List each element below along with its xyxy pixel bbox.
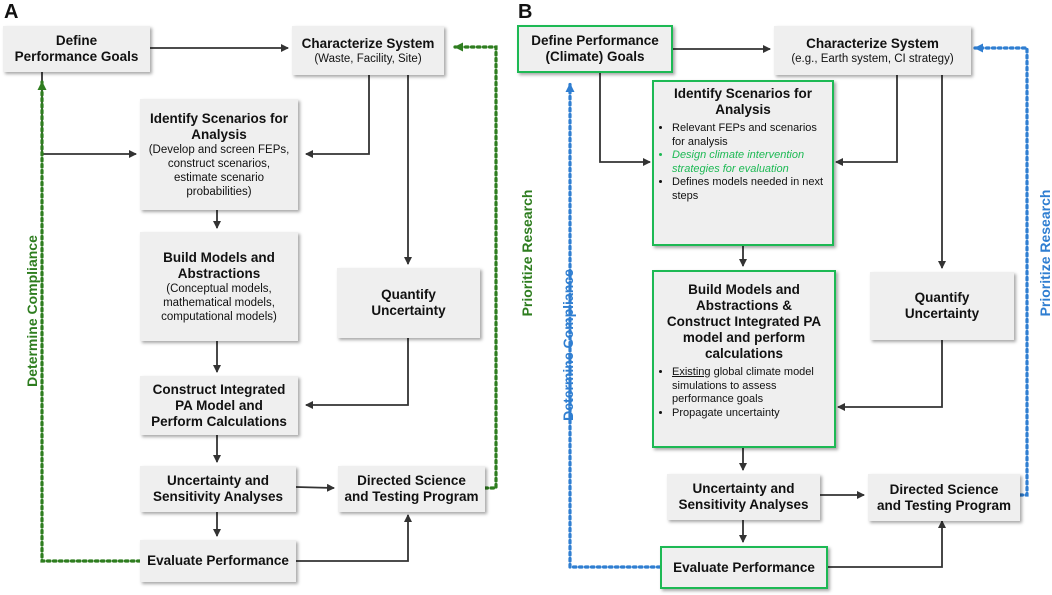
evaluate-performance-box: Evaluate Performance xyxy=(140,540,296,582)
identify-bullet-1: Relevant FEPs and scenarios for analysis xyxy=(672,122,828,149)
quantify-line2: Uncertainty xyxy=(371,303,446,318)
quantify-uncertainty-box-b: Quantify Uncertainty xyxy=(870,272,1014,340)
uncertainty-line2: Sensitivity Analyses xyxy=(152,489,284,504)
construct-line2: PA Model and xyxy=(175,397,263,413)
identify-title-1: Identify Scenarios for xyxy=(149,110,289,126)
determine-compliance-label-b: Determine Compliance xyxy=(560,269,576,421)
directed-line2: and Testing Program xyxy=(344,489,479,504)
identify-title-b1: Identify Scenarios for xyxy=(673,86,813,101)
identify-scenarios-box-b: Identify Scenarios for Analysis Relevant… xyxy=(652,80,834,246)
build-bullet-2: Propagate uncertainty xyxy=(672,407,830,421)
build-title-2: Abstractions xyxy=(177,265,261,281)
characterize-title: Characterize System xyxy=(301,35,435,51)
uncertainty-b-line2: Sensitivity Analyses xyxy=(678,497,809,512)
identify-title-b2: Analysis xyxy=(715,102,771,117)
uncertainty-b-line1: Uncertainty and xyxy=(692,481,795,496)
characterize-sub: (Waste, Facility, Site) xyxy=(314,52,422,65)
quantify-uncertainty-box: Quantify Uncertainty xyxy=(337,268,480,338)
define-performance-goals-box: Define Performance Goals xyxy=(3,26,150,72)
quantify-b-line2: Uncertainty xyxy=(904,306,980,321)
identify-sub-4: probabilities) xyxy=(186,185,252,198)
characterize-title-b: Characterize System xyxy=(806,35,939,51)
identify-scenarios-box: Identify Scenarios for Analysis (Develop… xyxy=(140,99,298,210)
prioritize-research-label-b: Prioritize Research xyxy=(1037,189,1052,317)
define-goals-line2: Performance Goals xyxy=(14,49,139,64)
define-climate-line2: (Climate) Goals xyxy=(545,49,645,64)
evaluate-b-text: Evaluate Performance xyxy=(673,559,815,575)
build-b-title-4: model and perform xyxy=(682,330,806,345)
build-sub-2: mathematical models, xyxy=(163,296,275,309)
directed-line1: Directed Science xyxy=(357,473,466,488)
directed-science-box: Directed Science and Testing Program xyxy=(338,466,485,512)
uncertainty-line1: Uncertainty and xyxy=(166,473,270,488)
construct-line3: Perform Calculations xyxy=(151,413,287,429)
build-bullet-1: Existing global climate model simulation… xyxy=(672,366,830,407)
build-b-title-2: Abstractions & xyxy=(695,298,793,313)
build-bullet-1-underlined: Existing xyxy=(672,366,711,378)
evaluate-performance-box-b: Evaluate Performance xyxy=(660,546,828,589)
identify-sub-1: (Develop and screen FEPs, xyxy=(148,143,290,156)
identify-bullet-list: Relevant FEPs and scenarios for analysis… xyxy=(658,122,828,203)
identify-bullet-2: Design climate intervention strategies f… xyxy=(672,149,828,176)
prioritize-research-label-a: Prioritize Research xyxy=(519,189,535,317)
build-bullet-list: Existing global climate model simulation… xyxy=(658,366,830,420)
characterize-system-box-b: Characterize System (e.g., Earth system,… xyxy=(774,26,971,75)
construct-line1: Construct Integrated xyxy=(152,381,286,397)
directed-b-line2: and Testing Program xyxy=(876,497,1012,513)
identify-sub-3: estimate scenario xyxy=(173,171,265,184)
determine-compliance-label-a: Determine Compliance xyxy=(24,235,40,387)
build-b-title-5: calculations xyxy=(704,346,784,361)
identify-bullet-3: Defines models needed in next steps xyxy=(672,176,828,203)
identify-sub-2: construct scenarios, xyxy=(167,157,271,170)
build-models-box: Build Models and Abstractions (Conceptua… xyxy=(140,232,298,341)
uncertainty-sensitivity-box-b: Uncertainty and Sensitivity Analyses xyxy=(667,474,820,520)
build-sub-3: computational models) xyxy=(161,310,277,323)
quantify-b-line1: Quantify xyxy=(914,290,970,305)
define-climate-line1: Define Performance xyxy=(531,33,659,48)
evaluate-text: Evaluate Performance xyxy=(147,553,289,568)
identify-title-2: Analysis xyxy=(191,126,247,142)
build-title-1: Build Models and xyxy=(163,249,275,265)
build-sub-1: (Conceptual models, xyxy=(166,282,272,295)
characterize-system-box: Characterize System (Waste, Facility, Si… xyxy=(292,26,444,75)
directed-science-box-b: Directed Science and Testing Program xyxy=(868,474,1020,521)
build-construct-box-b: Build Models and Abstractions & Construc… xyxy=(652,270,836,448)
construct-integrated-box: Construct Integrated PA Model and Perfor… xyxy=(140,376,298,435)
build-bullet-1-rest: global climate model simulations to asse… xyxy=(672,366,814,405)
quantify-line1: Quantify xyxy=(381,287,436,302)
directed-b-line1: Directed Science xyxy=(889,481,999,497)
define-climate-goals-box: Define Performance (Climate) Goals xyxy=(517,25,673,73)
panel-b-label: B xyxy=(518,1,533,23)
characterize-sub-b: (e.g., Earth system, CI strategy) xyxy=(791,52,954,65)
define-goals-line1: Define xyxy=(55,33,98,48)
build-b-title-1: Build Models and xyxy=(688,282,800,297)
panel-a-label: A xyxy=(4,1,19,23)
uncertainty-sensitivity-box: Uncertainty and Sensitivity Analyses xyxy=(140,466,296,512)
build-b-title-3: Construct Integrated PA xyxy=(666,314,822,329)
